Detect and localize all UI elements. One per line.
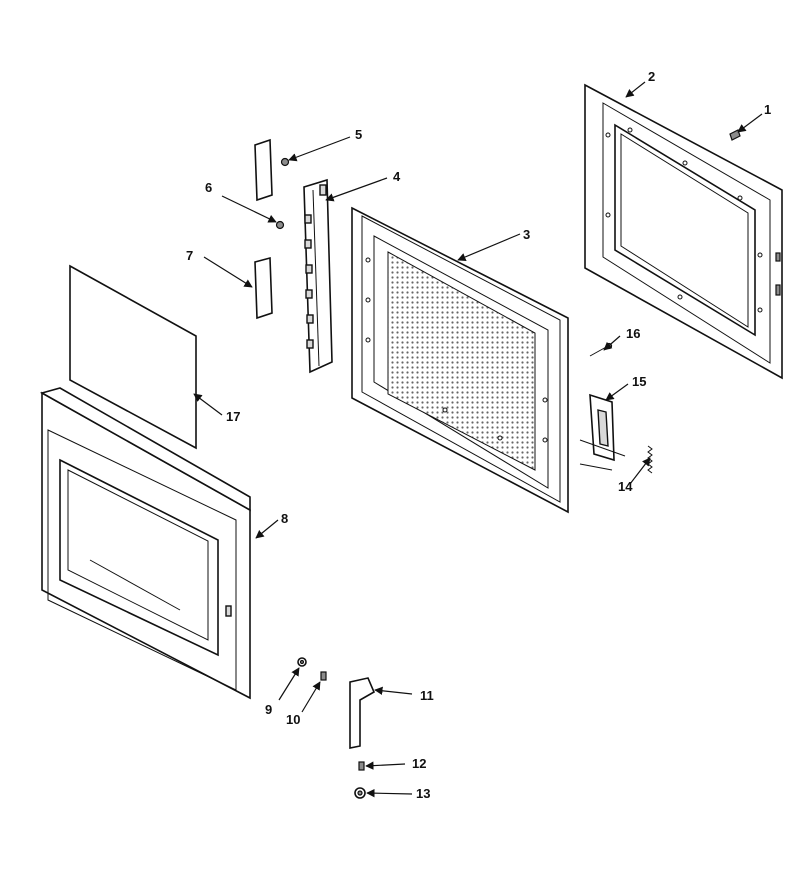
part-3-inner-door-mesh [351,206,569,514]
part-15-latch [579,393,626,471]
callout-7: 7 [186,248,193,263]
callout-10: 10 [286,712,300,727]
callout-14: 14 [618,479,633,494]
leader-12 [365,761,406,770]
leader-14 [629,457,651,485]
part-2-door-frame [584,83,783,380]
leader-5 [288,136,351,162]
leader-10 [301,681,321,713]
callout-5: 5 [355,127,362,142]
part-7-spacer-block [254,256,273,320]
callout-16: 16 [626,326,640,341]
callout-12: 12 [412,756,426,771]
callout-11: 11 [420,688,434,703]
leader-6 [221,195,277,223]
callout-4: 4 [393,169,401,184]
spacer-block-upper [254,138,273,202]
part-17-glass-panel [69,264,197,450]
part-13-nut [354,787,366,799]
part-5-screw [280,157,290,167]
leader-16 [603,335,621,351]
part-8-door-front [39,387,251,700]
leader-4 [325,177,388,202]
part-6-screw [275,220,285,230]
callout-13: 13 [416,786,430,801]
callout-labels: 1 2 3 4 5 6 7 8 9 10 11 12 13 14 15 16 1… [186,69,771,801]
leader-8 [255,519,279,539]
leader-11 [374,686,413,695]
callout-1: 1 [764,102,771,117]
leader-15 [605,383,629,401]
leader-17 [193,393,223,416]
callout-8: 8 [281,511,288,526]
part-4-hinge-bracket [303,178,333,374]
leader-3 [457,233,521,261]
part-9-washer [297,657,307,667]
part-11-handle [349,677,376,749]
leader-7 [203,256,253,288]
leader-9 [278,667,300,701]
callout-2: 2 [648,69,655,84]
leader-1 [737,113,763,133]
part-10-screw [320,671,327,681]
callout-9: 9 [265,702,272,717]
callout-3: 3 [523,227,530,242]
part-16-pin [589,342,613,357]
leader-2 [625,81,646,98]
callout-17: 17 [226,409,240,424]
part-12-screw [358,761,365,771]
callout-6: 6 [205,180,212,195]
leader-13 [366,788,413,798]
callout-15: 15 [632,374,646,389]
leader-lines [193,81,763,798]
